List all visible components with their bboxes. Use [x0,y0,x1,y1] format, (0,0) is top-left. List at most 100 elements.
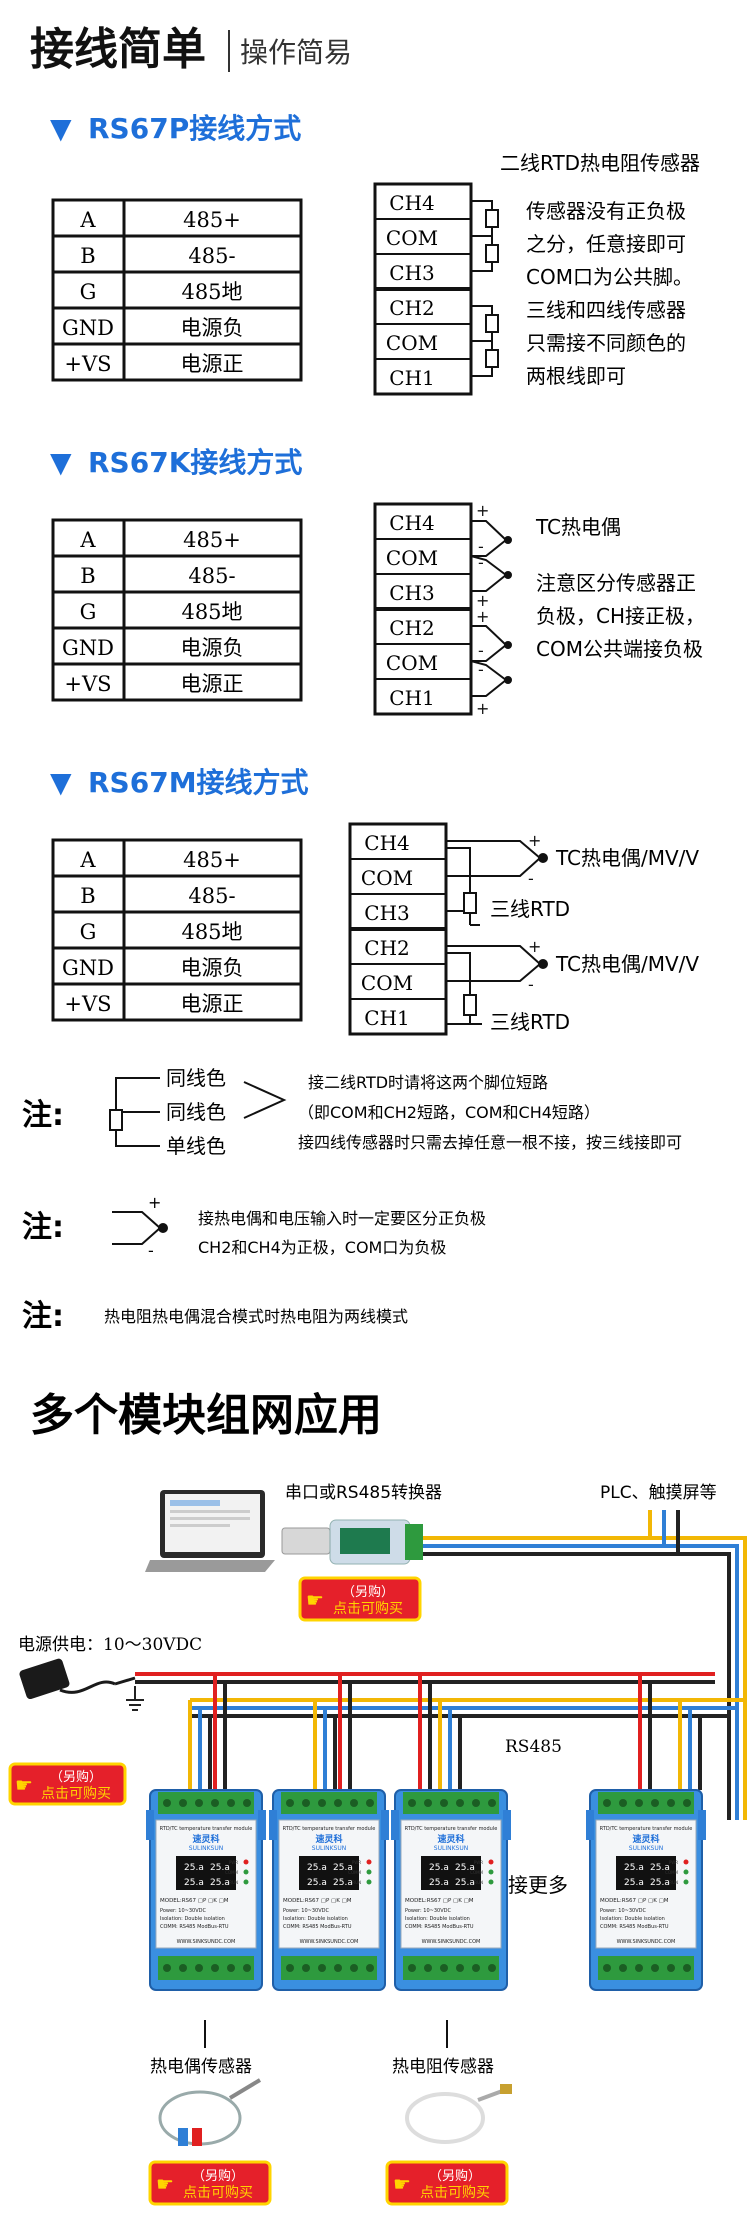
terminal-screw [651,1964,659,1972]
buy-badge[interactable]: ☛ （另购） 点击可购买 [298,1576,422,1622]
mount-tab [503,1810,511,1840]
led-label: RUN [229,1880,238,1885]
pin-table: A 485+ B 485- G 485地 GND 电源负 +VS 电源正 [51,518,303,702]
status-led [683,1869,689,1875]
terminal-label: CH2 [389,616,434,640]
svg-text:-: - [528,869,534,888]
network-title: 多个模块组网应用 [30,1390,382,1441]
terminal-screw [243,1964,251,1972]
rs485-bus [135,1510,747,1820]
svg-text:（另购）: （另购） [192,2168,244,2184]
module-website: WWW.SINKSUNDC.COM [177,1939,236,1945]
pin-desc: 485地 [181,280,242,304]
status-led [243,1859,249,1865]
transmitter-module: RTD/TC temperature transfer module速灵科SUL… [586,1789,706,1991]
module-spec-line: Power: 10~30VDC [160,1908,206,1914]
terminal-screw [163,1799,171,1807]
terminal-screw [334,1799,342,1807]
terminal-screw [424,1799,432,1807]
display-reading: 25.a [624,1863,644,1873]
module-brand-en: SULINKSUN [189,1845,223,1852]
terminal-screw [334,1964,342,1972]
terminal-screw [318,1964,326,1972]
wire-color-label: 单线色 [166,1134,226,1158]
display-reading: 25.a [624,1878,644,1888]
module-title-line: RTD/TC temperature transfer module [283,1826,376,1832]
svg-text:-: - [148,1241,154,1260]
module-spec-line: Power: 10~30VDC [600,1908,646,1914]
module-top-terminal [281,1792,377,1814]
pin-label: A [79,848,96,872]
terminal-screw [619,1799,627,1807]
buy-badge[interactable]: ☛ （另购） 点击可购买 [148,2160,272,2206]
module-spec-line: COMM: RS485 ModBus-RTU [160,1924,229,1930]
pin-label: B [80,884,95,908]
led-label: RUN [474,1880,483,1885]
led-label: COMM [348,1870,361,1875]
buy-badge[interactable]: ☛ （另购） 点击可购买 [385,2160,509,2206]
module-display [299,1856,359,1890]
polarity-marks: +- +- [528,831,541,994]
terminal-label: CH2 [364,936,409,960]
note-line: 接二线RTD时请将这两个脚位短路 [308,1073,548,1092]
module-brand-en: SULINKSUN [312,1845,346,1852]
pin-label: +VS [64,672,111,696]
pin-desc: 电源负 [181,316,244,340]
svg-text:+: + [476,591,489,610]
buy-badge[interactable]: ☛ （另购） 点击可购买 [8,1762,127,1806]
terminal-screw [488,1964,496,1972]
terminal-label: COM [361,971,413,995]
terminal-screw [243,1799,251,1807]
display-reading: 25.a [210,1878,230,1888]
note-line: 接四线传感器时只需去掉任意一根不接，按三线接即可 [298,1133,682,1152]
note-line: CH2和CH4为正极，COM口为负极 [198,1238,446,1257]
terminal-label: CH3 [389,261,434,285]
terminal-screw [286,1799,294,1807]
hand-icon: ☛ [15,1773,33,1797]
terminal-screw [318,1799,326,1807]
terminal-screw [683,1799,691,1807]
pin-label: GND [62,316,114,340]
led-label: RUN [669,1880,678,1885]
terminal-label: CH4 [389,191,434,215]
terminal-label: COM [386,331,438,355]
plc-label: PLC、触摸屏等 [600,1483,717,1503]
terminal-screw [366,1799,374,1807]
svg-text:-: - [478,553,484,572]
pin-label: +VS [64,352,111,376]
note-marker: 注: [22,1098,64,1133]
thermocouple-icon [470,520,512,697]
svg-text:（另购）: （另购） [50,1769,102,1785]
svg-text:+: + [528,937,541,956]
module-brand: 速灵科 [315,1833,342,1845]
mount-tab [698,1810,706,1840]
section-rs67k: ▼ RS67K接线方式 A 485+ B 485- G 485地 GND 电源负… [50,446,705,718]
module-bottom-terminal [403,1956,499,1980]
sensor-title: TC热电偶 [535,515,621,539]
terminal-label: CH3 [364,901,409,925]
display-reading: 25.a [210,1863,230,1873]
led-label: PWR [352,1860,361,1865]
module-spec-line: Isolation: Double isolation [160,1916,225,1922]
module-title-line: RTD/TC temperature transfer module [160,1826,253,1832]
pin-label: G [80,600,97,624]
status-led [366,1869,372,1875]
terminal-screw [456,1964,464,1972]
terminal-screw [195,1964,203,1972]
terminal-screw [408,1799,416,1807]
pin-desc: 电源负 [181,956,244,980]
pin-desc: 485- [188,564,235,588]
led-label: COMM [225,1870,238,1875]
svg-text:点击可购买: 点击可购买 [420,2185,490,2201]
module-bottom-terminal [158,1956,254,1980]
display-reading: 25.a [333,1863,353,1873]
rtd-sensor-label: 热电阻传感器 [392,2057,494,2077]
display-reading: 25.a [455,1863,475,1873]
note-3: 注: 热电阻热电偶混合模式时热电阻为两线模式 [22,1299,408,1334]
terminal-screw [667,1964,675,1972]
led-label: COMM [470,1870,483,1875]
sensor-note-line: 只需接不同颜色的 [526,331,686,355]
sensor-note-line: 传感器没有正负极 [526,199,686,223]
terminal-screw [667,1799,675,1807]
laptop-icon [145,1490,275,1572]
